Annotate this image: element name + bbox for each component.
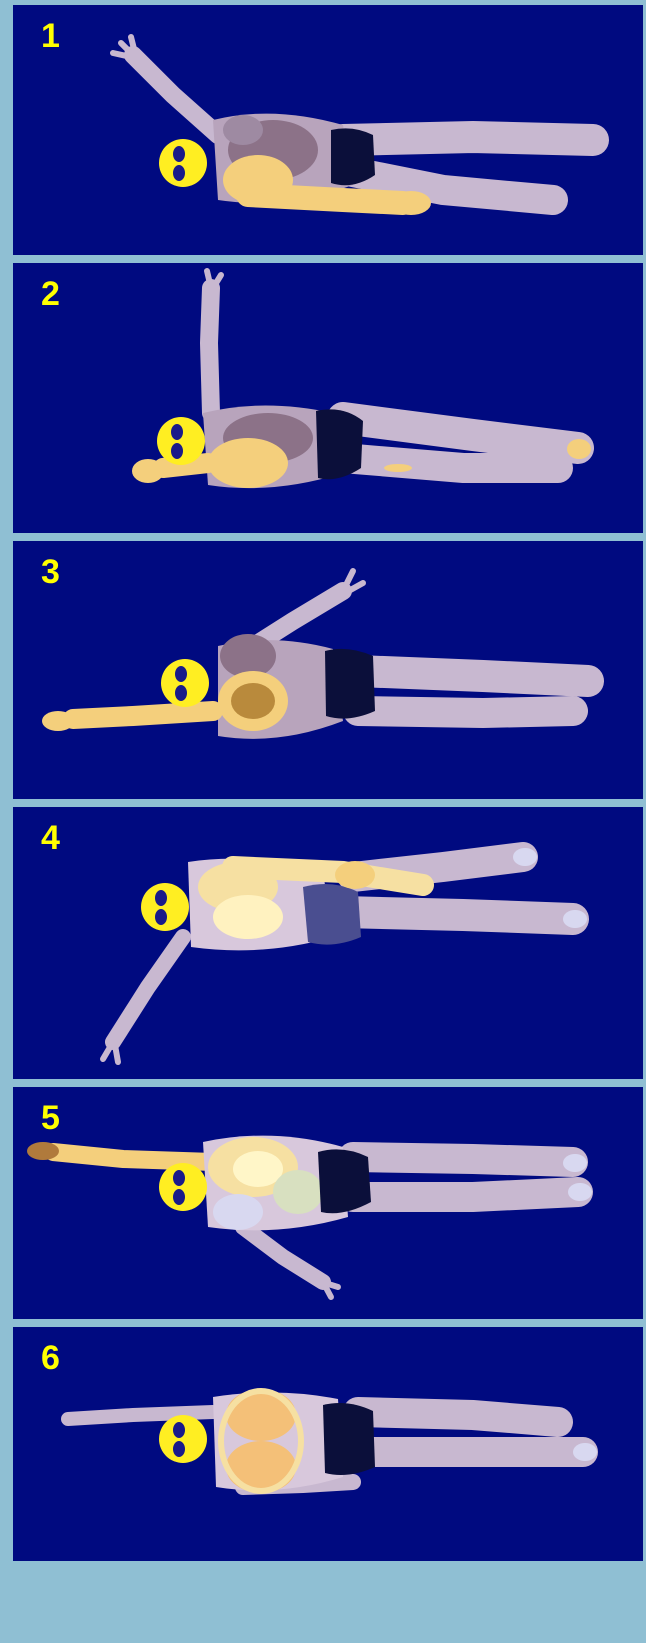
panel-number-1: 1 [41, 17, 60, 56]
swimmer-figure-4 [13, 807, 643, 1079]
stroke-phase-panel-1: 1 [13, 5, 643, 255]
panel-number-4: 4 [41, 819, 60, 858]
panel-number-2: 2 [41, 275, 60, 314]
swimmer-figure-3 [13, 541, 643, 799]
stroke-phase-panel-3: 3 [13, 541, 643, 799]
swimmer-figure-1 [13, 5, 643, 255]
panel-number-6: 6 [41, 1339, 60, 1378]
stroke-phase-panel-5: 5 [13, 1087, 643, 1319]
panel-number-3: 3 [41, 553, 60, 592]
stroke-phase-panel-6: 6 [13, 1327, 643, 1561]
panel-number-5: 5 [41, 1099, 60, 1138]
swimmer-figure-2 [13, 263, 643, 533]
swimmer-figure-5 [13, 1087, 643, 1319]
swimmer-figure-6 [13, 1327, 643, 1561]
stroke-phase-panel-4: 4 [13, 807, 643, 1079]
stroke-phase-panel-2: 2 [13, 263, 643, 533]
